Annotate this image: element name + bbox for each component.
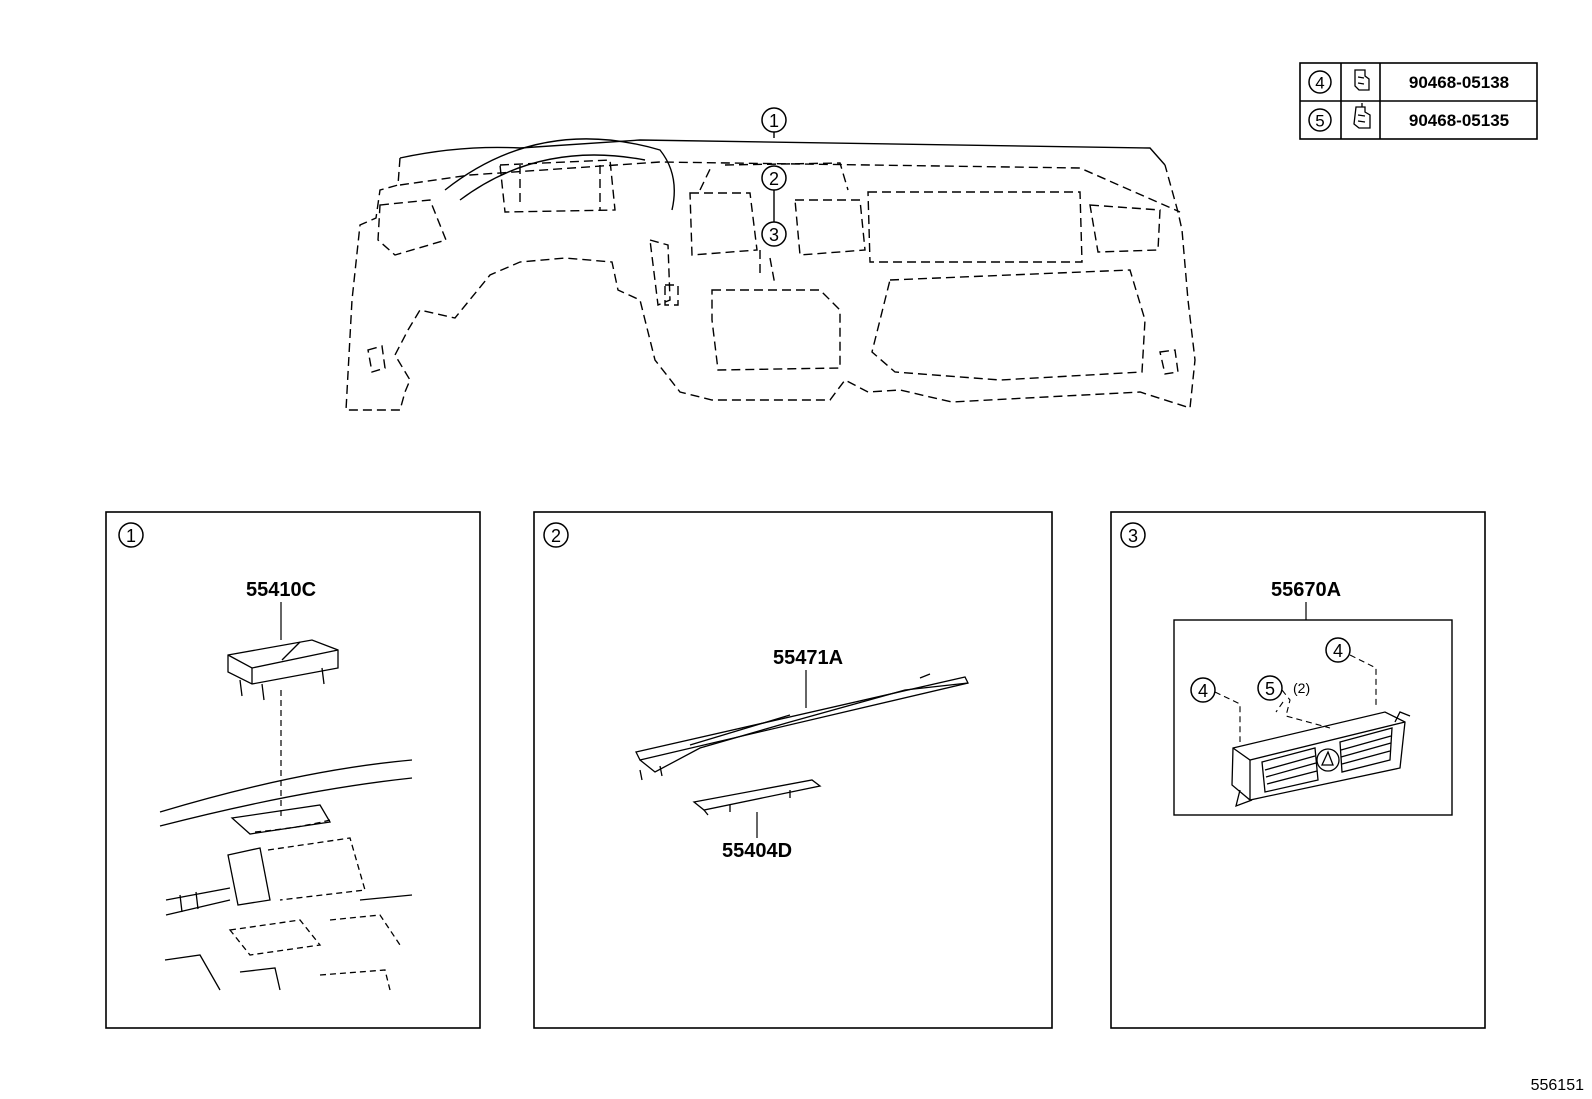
part-number-label: 55670A <box>1271 579 1341 601</box>
part-number-label: 55404D <box>722 840 792 862</box>
callout-circle <box>1308 70 1332 94</box>
panel-ref: 1 <box>126 526 136 546</box>
legend-ref: 4 <box>1315 74 1324 93</box>
quantity-label: (2) <box>1293 680 1310 696</box>
sub-callout-ref: 4 <box>1333 641 1343 661</box>
legend-row: 4 90468-05138 <box>1308 69 1509 94</box>
callout-number: 2 <box>769 169 779 189</box>
overview-callout: 1 <box>761 107 787 133</box>
callout-circle <box>1190 677 1216 703</box>
sub-callout-ref: 5 <box>1265 679 1275 699</box>
legend-part-number: 90468-05135 <box>1409 111 1509 130</box>
lower-strip-illustration <box>692 779 822 816</box>
callout-circle <box>1308 108 1332 132</box>
instrument-panel-overview <box>345 131 1196 411</box>
callout-circle <box>1120 522 1146 548</box>
clip-icon <box>1354 69 1370 91</box>
dashboard-fragment-illustration <box>159 759 413 991</box>
overview-callout: 2 <box>761 165 787 191</box>
detail-panel-1: 1 55410C <box>105 511 481 1029</box>
callout-circle <box>543 522 569 548</box>
part-number-label: 55471A <box>773 647 843 669</box>
callout-circle <box>761 221 787 247</box>
callout-circle <box>118 522 144 548</box>
legend-row: 5 90468-05135 <box>1308 103 1509 132</box>
panel-ref: 3 <box>1128 526 1138 546</box>
detail-panel-2: 2 55471A 55404D <box>533 511 1053 1029</box>
cover-part-illustration <box>227 639 339 701</box>
callout-circle <box>1257 675 1283 701</box>
sub-callout-ref: 4 <box>1198 681 1208 701</box>
callout-circle <box>1325 637 1351 663</box>
panel-ref: 2 <box>551 526 561 546</box>
figure-id: 556151 <box>1531 1077 1584 1094</box>
clip-icon <box>1353 103 1371 129</box>
leader-lines <box>1214 654 1377 742</box>
detail-panel-3: 3 55670A 4 5 (2) 4 <box>1110 511 1486 1029</box>
center-vent-illustration <box>1231 711 1411 808</box>
callout-number: 3 <box>769 225 779 245</box>
legend-part-number: 90468-05138 <box>1409 73 1509 92</box>
legend-ref: 5 <box>1315 112 1324 131</box>
legend-table <box>1299 62 1538 140</box>
part-number-label: 55410C <box>246 579 316 601</box>
overview-callout: 3 <box>761 221 787 247</box>
callout-circle <box>761 107 787 133</box>
callout-circle <box>761 165 787 191</box>
callout-number: 1 <box>769 111 779 131</box>
garnish-strip-illustration <box>635 673 969 781</box>
